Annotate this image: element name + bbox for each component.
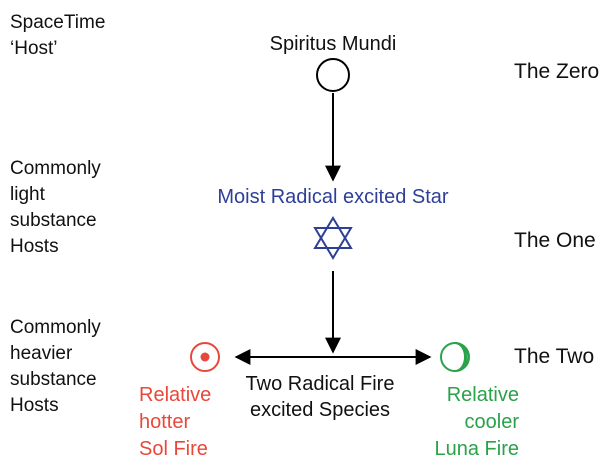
left-label-line: Commonly — [10, 317, 101, 338]
sun-dot-icon — [190, 342, 220, 372]
node-luna-line: Relative — [446, 384, 519, 406]
left-label-two: Commonly heavier substance Hosts — [10, 315, 101, 419]
node-spiritus-mundi-label: Spiritus Mundi — [269, 33, 397, 55]
node-two-species-label: Two Radical Fire excited Species — [230, 371, 410, 423]
left-label-line: ‘Host’ — [10, 38, 58, 59]
node-luna-label: Relative cooler Luna Fire — [419, 382, 520, 463]
node-luna-line: Luna Fire — [434, 438, 520, 460]
node-sol-label: Relative hotter Sol Fire — [139, 382, 211, 463]
right-label-zero: The Zero — [514, 60, 600, 83]
right-label-two: The Two — [514, 345, 595, 368]
left-label-zero: SpaceTime ‘Host’ — [10, 10, 105, 62]
node-sol-line: hotter — [139, 411, 191, 433]
crescent-moon-icon — [440, 342, 470, 372]
left-label-one: Commonly light substance Hosts — [10, 156, 101, 260]
left-label-line: Hosts — [10, 395, 59, 416]
node-two-species-line: Two Radical Fire — [245, 373, 395, 395]
left-label-line: light — [10, 184, 45, 205]
node-sol-line: Relative — [139, 384, 212, 406]
hexagram-star-icon — [313, 216, 353, 260]
left-label-line: substance — [10, 210, 97, 231]
node-sol-line: Sol Fire — [139, 438, 208, 460]
left-label-line: Hosts — [10, 236, 59, 257]
spiritus-mundi-circle-icon — [316, 58, 350, 92]
node-two-species-line: excited Species — [249, 399, 391, 421]
left-label-line: substance — [10, 369, 97, 390]
left-label-line: SpaceTime — [10, 12, 106, 33]
left-label-line: Commonly — [10, 158, 101, 179]
left-label-line: heavier — [10, 343, 73, 364]
right-label-one: The One — [514, 229, 596, 252]
node-star-label: Moist Radical excited Star — [217, 186, 449, 208]
node-luna-line: cooler — [464, 411, 519, 433]
